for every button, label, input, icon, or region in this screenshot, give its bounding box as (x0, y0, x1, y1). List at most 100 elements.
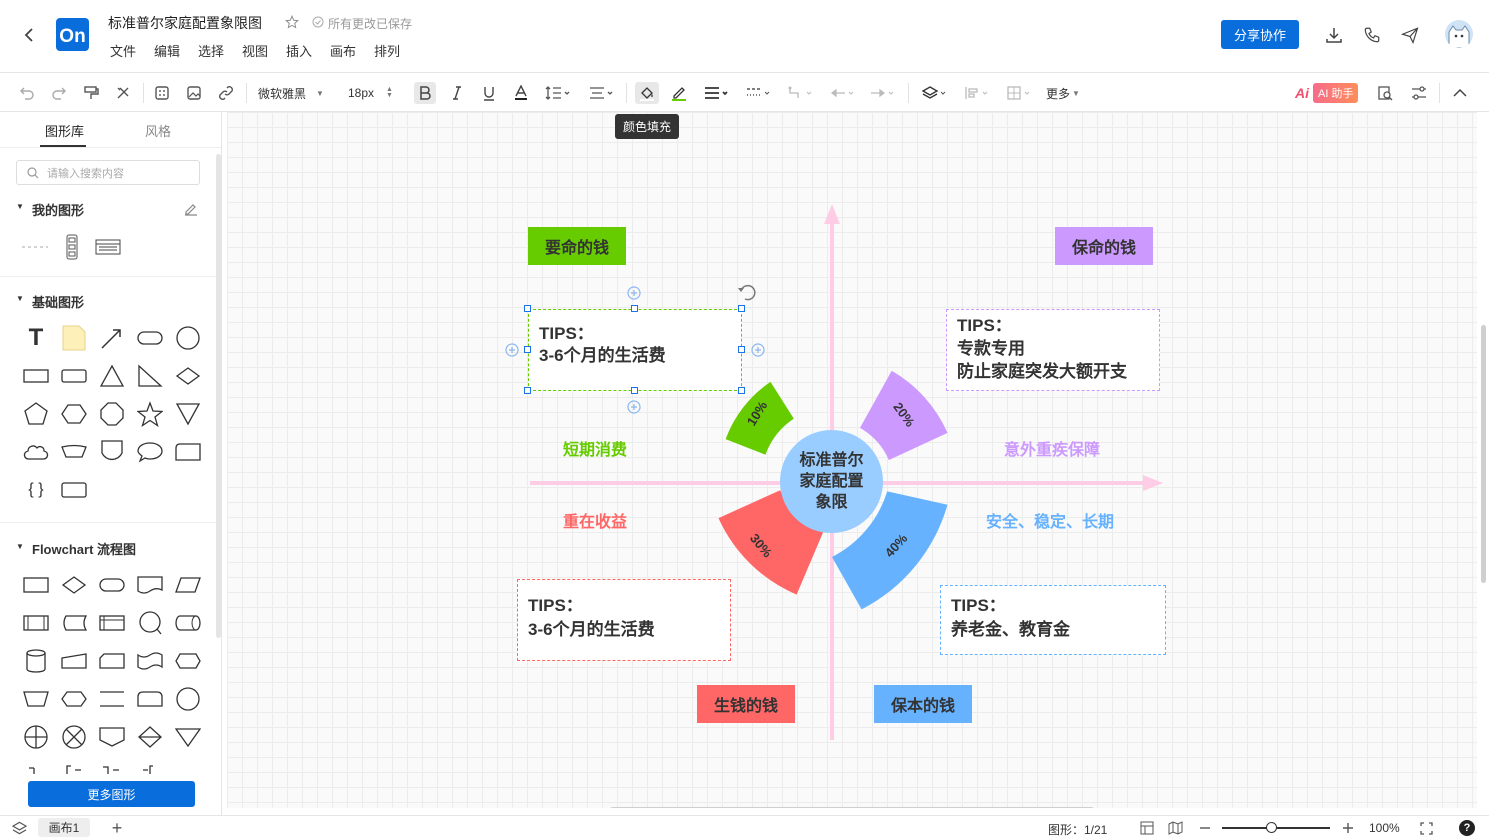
flow-delay-shape[interactable] (137, 686, 163, 712)
cloud-shape[interactable] (23, 439, 49, 465)
menu-view[interactable]: 视图 (242, 44, 269, 59)
fullscreen-icon[interactable] (1417, 819, 1435, 837)
flow-bracket-shape[interactable] (61, 762, 87, 774)
flow-off-page-ref-shape[interactable] (99, 724, 125, 750)
search-replace-icon[interactable] (1375, 82, 1395, 104)
center-circle[interactable]: 标准普尔 家庭配置 象限 (780, 430, 883, 533)
flow-card-shape[interactable] (99, 648, 125, 674)
quadrant-insurance[interactable]: 意外重疾保障 (1004, 442, 1101, 459)
rectangle-shape[interactable] (23, 363, 49, 389)
label-protection-money[interactable]: 保命的钱 (1055, 227, 1153, 265)
zoom-in-icon[interactable] (1339, 819, 1357, 837)
flow-annotation-shape[interactable] (23, 762, 49, 774)
star-icon[interactable] (284, 14, 300, 30)
font-family-select[interactable]: 微软雅黑 ▼ (258, 82, 336, 104)
segment-blue-40[interactable] (832, 491, 948, 610)
tab-shape[interactable] (175, 439, 201, 465)
zoom-slider[interactable] (1222, 822, 1330, 833)
fill-color-button[interactable] (635, 82, 659, 104)
star-shape[interactable] (137, 401, 163, 427)
connector-style-button[interactable] (786, 82, 816, 104)
flow-connector-shape[interactable] (137, 610, 163, 636)
zoom-out-icon[interactable] (1196, 819, 1214, 837)
bold-button[interactable] (414, 82, 436, 104)
share-button[interactable]: 分享协作 (1221, 20, 1299, 49)
menu-edit[interactable]: 编辑 (154, 44, 181, 59)
note-shape[interactable] (61, 325, 87, 351)
flow-bracket-right-shape[interactable] (99, 762, 125, 774)
flow-manual-input-shape[interactable] (61, 648, 87, 674)
diamond-shape[interactable] (175, 363, 201, 389)
edit-pencil-icon[interactable] (183, 201, 199, 217)
text-shape[interactable]: T (28, 324, 44, 351)
tips-box-top-right[interactable]: TIPS： 专款专用 防止家庭突发大额开支 (946, 309, 1160, 391)
menu-insert[interactable]: 插入 (286, 44, 313, 59)
italic-button[interactable] (446, 82, 468, 104)
start-arrow-button[interactable] (828, 82, 858, 104)
menu-canvas[interactable]: 画布 (330, 44, 357, 59)
clear-format-icon[interactable] (113, 82, 133, 104)
octagon-shape[interactable] (99, 401, 125, 427)
end-arrow-button[interactable] (868, 82, 898, 104)
flow-document-shape[interactable] (137, 572, 163, 598)
flow-parallel-mode-shape[interactable] (99, 686, 125, 712)
caret-down-icon[interactable]: ▼ (16, 294, 24, 303)
flow-decision-shape[interactable] (61, 572, 87, 598)
add-page-icon[interactable]: + (111, 817, 123, 838)
flow-or-shape[interactable] (61, 724, 87, 750)
layer-button[interactable] (920, 82, 950, 104)
align-button[interactable] (587, 82, 617, 104)
arrow-line-shape[interactable] (99, 325, 125, 351)
more-shapes-button[interactable]: 更多图形 (28, 781, 195, 807)
flow-brace-shape[interactable] (137, 762, 163, 774)
hexagon-shape[interactable] (61, 401, 87, 427)
label-principal-money[interactable]: 保本的钱 (874, 685, 972, 723)
segment-green-10[interactable] (725, 381, 794, 455)
document-title[interactable]: 标准普尔家庭配置象限图 (108, 15, 262, 31)
flow-preparation-shape[interactable] (61, 686, 87, 712)
caret-down-icon[interactable]: ▼ (16, 202, 24, 211)
rounded-rect-shape[interactable] (137, 325, 163, 351)
small-rounded-rect-shape[interactable] (61, 363, 87, 389)
flow-manual-operation-shape[interactable] (23, 686, 49, 712)
flow-terminator-shape[interactable] (99, 572, 125, 598)
flow-internal-storage-shape[interactable] (99, 610, 125, 636)
link-icon[interactable] (216, 82, 236, 104)
send-icon[interactable] (1399, 24, 1421, 46)
segment-purple-20[interactable] (860, 370, 948, 461)
menu-file[interactable]: 文件 (110, 44, 137, 59)
quadrant-returns[interactable]: 重在收益 (563, 514, 628, 531)
pentagon-shape[interactable] (23, 401, 49, 427)
label-life-money[interactable]: 要命的钱 (528, 227, 626, 265)
flow-process-shape[interactable] (23, 572, 49, 598)
canvas-vertical-scrollbar[interactable] (1481, 325, 1486, 583)
collapse-toolbar-icon[interactable] (1450, 82, 1470, 104)
zoom-slider-thumb[interactable] (1266, 822, 1277, 833)
label-growth-money[interactable]: 生钱的钱 (697, 685, 795, 723)
ai-assistant-button[interactable]: Ai AI 助手 (1295, 82, 1363, 104)
page-tab[interactable]: 画布1 (38, 818, 90, 837)
tips-box-top-left[interactable]: TIPS： 3-6个月的生活费 (528, 309, 742, 391)
flow-predefined-shape[interactable] (23, 610, 49, 636)
search-box[interactable]: 请输入搜索内容 (16, 160, 200, 185)
flow-display-shape[interactable] (175, 648, 201, 674)
tab-shape-library[interactable]: 图形库 (45, 124, 85, 139)
more-button[interactable]: 更多 ▼ (1046, 82, 1086, 104)
triangle-shape[interactable] (99, 363, 125, 389)
map-icon[interactable] (1166, 819, 1184, 837)
menu-select[interactable]: 选择 (198, 44, 225, 59)
redo-icon[interactable] (49, 82, 69, 104)
my-shape-table[interactable] (94, 234, 122, 260)
flow-data-shape[interactable] (175, 572, 201, 598)
line-style-button[interactable] (744, 82, 774, 104)
my-shape-list[interactable] (62, 234, 82, 260)
settings-sliders-icon[interactable] (1409, 82, 1429, 104)
image-icon[interactable] (184, 82, 204, 104)
quadrant-safety[interactable]: 安全、稳定、长期 (986, 514, 1115, 531)
line-height-button[interactable] (543, 82, 573, 104)
circle-shape[interactable] (175, 325, 201, 351)
zoom-level[interactable]: 100% (1369, 821, 1400, 835)
shield-shape[interactable] (99, 439, 125, 465)
distribute-button[interactable] (1004, 82, 1034, 104)
underline-button[interactable] (478, 82, 500, 104)
